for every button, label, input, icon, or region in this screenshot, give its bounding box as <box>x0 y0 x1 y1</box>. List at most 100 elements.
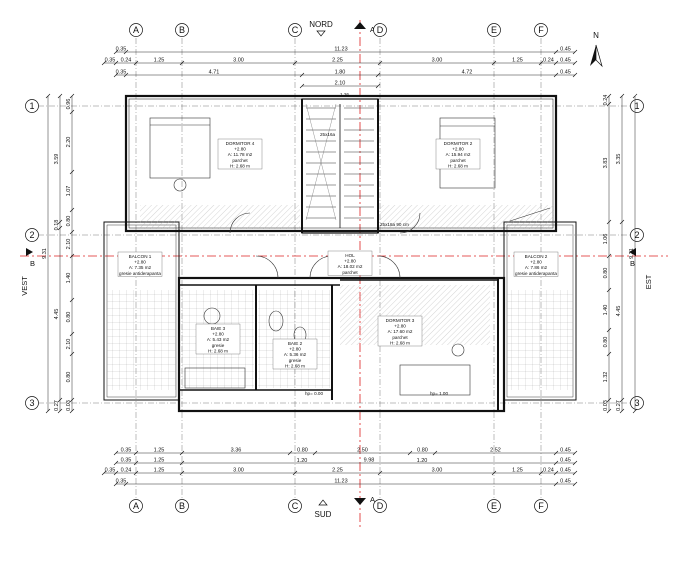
top-dim-2-8: 0.45 <box>560 58 571 64</box>
bot-dim-4-2: 0.45 <box>560 479 571 485</box>
bot-dim-1-3: 0.80 <box>297 448 308 454</box>
right-dim-mid-2: 0.27 <box>616 400 622 411</box>
left-dim-inner-5: 1.40 <box>66 273 72 284</box>
room-baie3-line-0: BAIE 3 <box>211 326 226 331</box>
axis-bubble-2: 2 <box>630 228 644 242</box>
axis-label-a: A <box>133 25 139 35</box>
left-dim-inner-4: 2.10 <box>66 239 72 250</box>
axis-bubble-3: 3 <box>630 396 644 410</box>
top-dim-2-5: 3.00 <box>432 58 443 64</box>
left-dim-mid-0: 3.59 <box>54 154 60 165</box>
room-dormitor2-line-3: parchet <box>450 158 466 163</box>
axis-label-1: 1 <box>634 101 639 111</box>
room-balcon1-line-2: A: 7.35 m2 <box>129 265 152 270</box>
bot-dim-1-0: 0.35 <box>121 448 132 454</box>
room-dormitor2-line-1: +2.80 <box>452 147 464 152</box>
room-dormitor3-line-0: DORMITOR 3 <box>386 318 415 323</box>
bot-dim-2-1: 1.25 <box>154 458 165 464</box>
axis-label-d: D <box>377 501 384 511</box>
stair-note-2: 25x18a 90 cm <box>380 222 409 227</box>
section-a-bottom-label: A <box>370 495 375 504</box>
axis-label-c: C <box>292 25 299 35</box>
staircase <box>305 103 374 228</box>
east-label: EST <box>644 274 653 289</box>
axis-label-c: C <box>292 501 299 511</box>
right-dim-inner-6: 1.32 <box>603 372 609 383</box>
axis-bubble-b: B <box>175 499 189 513</box>
building-walls <box>103 94 577 413</box>
room-balcon2-line-3: gresie antiderapanta <box>515 271 557 276</box>
bot-dim-3-5: 3.00 <box>432 468 443 474</box>
room-baie2-line-1: +2.80 <box>289 347 301 352</box>
axis-bubble-c: C <box>288 23 302 37</box>
left-dim-inner-2: 1.07 <box>66 186 72 197</box>
left-dim-mid-2: 4.45 <box>54 309 60 320</box>
bot-dim-1b-1: 1.20 <box>417 458 428 464</box>
left-dim-inner-0: 0.96 <box>66 99 72 110</box>
top-dim-2-7: 0.24 <box>543 58 554 64</box>
bot-dim-1-5: 0.80 <box>417 448 428 454</box>
north-triangle-icon <box>316 30 326 37</box>
north-arrow: N <box>590 31 603 68</box>
room-balcon2-line-1: +2.80 <box>530 260 542 265</box>
top-dim-2-2: 1.25 <box>154 58 165 64</box>
bot-dim-3-6: 1.25 <box>512 468 523 474</box>
left-dim-outer-0: 9.31 <box>42 248 48 259</box>
top-dim-2-3: 3.00 <box>233 58 244 64</box>
axis-bubble-a: A <box>129 499 143 513</box>
bot-dim-2-0: 0.35 <box>121 458 132 464</box>
top-dim-1-1: 11.23 <box>334 47 347 53</box>
north-label: NORD <box>309 20 333 29</box>
bot-dim-1-6: 2.52 <box>490 448 501 454</box>
room-hol-line-1: +2.80 <box>344 259 356 264</box>
axis-label-f: F <box>538 501 544 511</box>
left-dim-inner-6: 0.80 <box>66 312 72 323</box>
room-dormitor4-line-2: A: 11.78 m2 <box>228 152 253 157</box>
room-balcon2-line-0: BALCON 2 <box>525 254 548 259</box>
section-b-right-label: B <box>630 259 635 268</box>
section-a-top-label: A <box>370 25 375 34</box>
room-dormitor2-line-2: A: 15.94 m2 <box>446 152 471 157</box>
bot-dim-3-7: 0.24 <box>543 468 554 474</box>
bot-dim-4-0: 0.35 <box>116 479 127 485</box>
right-dim-mid-0: 3.35 <box>616 154 622 165</box>
axis-label-e: E <box>491 501 497 511</box>
left-dim-mid-1: 0.18 <box>54 220 60 231</box>
top-dim-3-3: 4.72 <box>462 70 473 76</box>
axis-bubble-2: 2 <box>25 228 39 242</box>
room-baie2-line-4: H: 2.68 m <box>285 363 305 368</box>
axis-label-d: D <box>377 25 384 35</box>
room-dormitor4-line-0: DORMITOR 4 <box>226 141 255 146</box>
axis-bubble-a: A <box>129 23 143 37</box>
left-dim-inner-3: 0.80 <box>66 216 72 227</box>
room-dormitor4-line-4: H: 2.68 m <box>230 163 250 168</box>
top-dim-4-0: 2.10 <box>335 81 346 87</box>
bot-dim-1-2: 3.36 <box>231 448 242 454</box>
room-baie2-line-0: BAIE 2 <box>288 341 303 346</box>
right-dim-inner-7: 0.03 <box>603 400 609 411</box>
top-dim-3-2: 1.80 <box>335 70 346 76</box>
top-dim-3-1: 4.71 <box>209 70 220 76</box>
room-baie2-line-3: gresie <box>289 358 302 363</box>
bot-dim-1-1: 1.25 <box>154 448 165 454</box>
room-balcon1-line-3: gresie antiderapanta <box>119 271 161 276</box>
bot-dim-1b-0: 1.20 <box>297 458 308 464</box>
bot-dim-1-7: 0.45 <box>560 448 571 454</box>
left-dim-inner-9: 0.03 <box>66 400 72 411</box>
room-dormitor3-line-4: H: 2.68 m <box>390 340 410 345</box>
axis-bubble-f: F <box>534 499 548 513</box>
north-letter: N <box>593 31 599 40</box>
axis-label-3: 3 <box>29 398 34 408</box>
right-dim-inner-1: 3.83 <box>603 158 609 169</box>
right-dim-inner-4: 1.40 <box>603 305 609 316</box>
top-dim-3-0: 0.35 <box>116 70 127 76</box>
left-dim-inner-7: 2.10 <box>66 339 72 350</box>
bot-dim-3-8: 0.45 <box>560 468 571 474</box>
upper-gap-note: 1.26 <box>340 92 349 97</box>
left-dim-inner-8: 0.80 <box>66 372 72 383</box>
